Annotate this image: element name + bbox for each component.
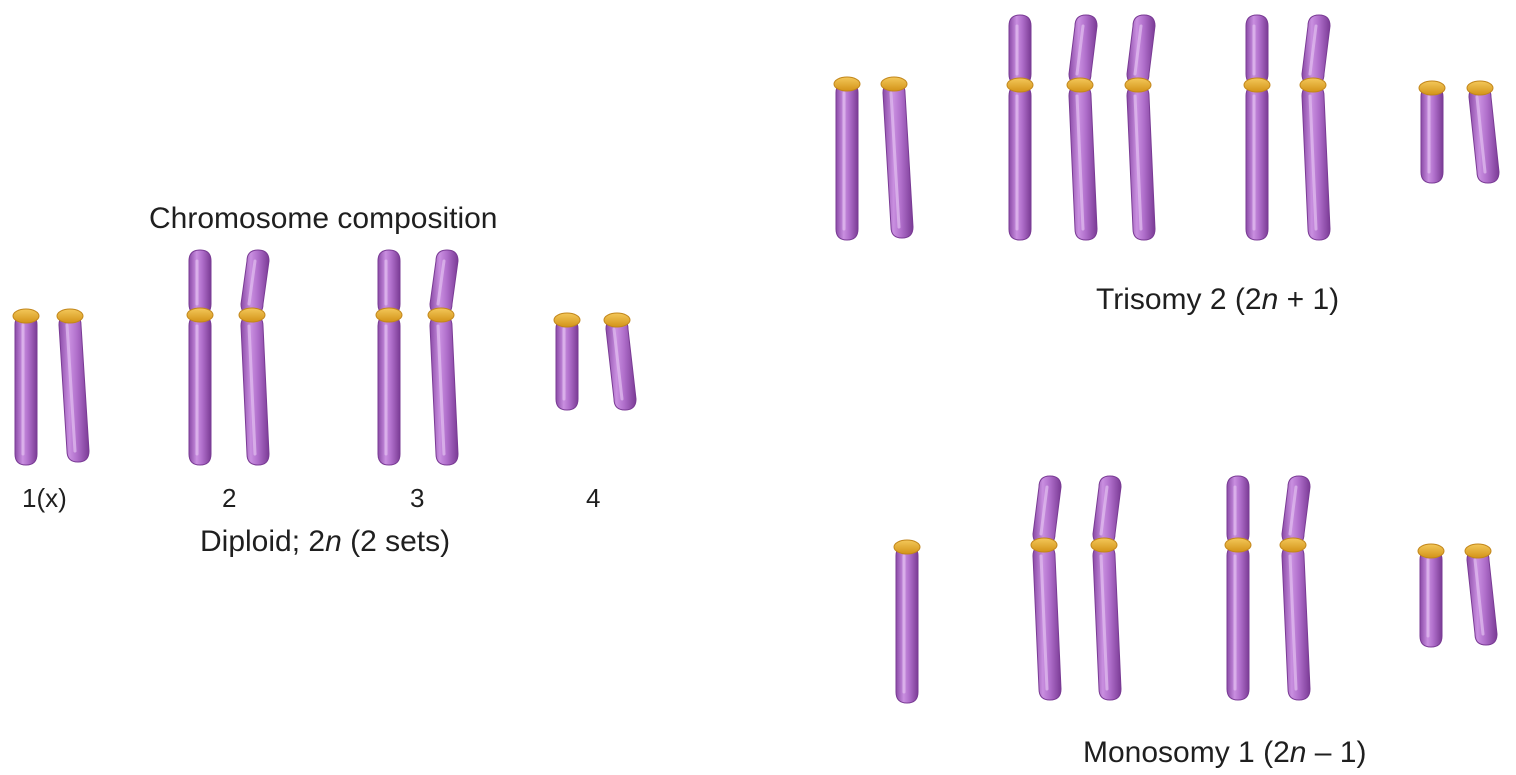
monosomy-caption-post: – 1)	[1306, 736, 1366, 769]
diploid-chr2-a-long-arm	[189, 315, 211, 465]
trisomy-caption: Trisomy 2 (2n + 1)	[1096, 285, 1339, 315]
diploid-chr1-b-centromere	[57, 309, 83, 323]
diploid-caption-var: n	[325, 525, 342, 558]
trisomy-caption-post: + 1)	[1278, 283, 1339, 316]
trisomy-chr1-a-centromere	[834, 77, 860, 91]
chromosome-number-3: 3	[410, 483, 424, 514]
trisomy-caption-pre: Trisomy 2 (2	[1096, 283, 1262, 316]
diploid-chr4-a-centromere	[554, 313, 580, 327]
monosomy-chr2-b-centromere	[1091, 538, 1117, 552]
chromosome-number-1: 1(x)	[22, 483, 67, 514]
diploid-caption: Diploid; 2n (2 sets)	[200, 527, 450, 557]
monosomy-chr3-a-centromere	[1225, 538, 1251, 552]
diploid-chr1-a-arm	[15, 314, 37, 465]
monosomy-chr1-a-arm	[896, 545, 918, 703]
monosomy-chr4-b-centromere	[1465, 544, 1491, 558]
diploid-chr3-a-short-arm	[378, 250, 400, 315]
diploid-chr4-b-centromere	[604, 313, 630, 327]
trisomy-chr3-b-centromere	[1300, 78, 1326, 92]
trisomy-chr1-a-arm	[836, 82, 858, 240]
trisomy-chr4-a-centromere	[1419, 81, 1445, 95]
monosomy-chr3-b-centromere	[1280, 538, 1306, 552]
diploid-chr3-b-centromere	[428, 308, 454, 322]
trisomy-chr2-c-centromere	[1125, 78, 1151, 92]
trisomy-chr2-b-centromere	[1067, 78, 1093, 92]
diploid-chr2-a-short-arm	[189, 250, 211, 315]
diploid-caption-post: (2 sets)	[342, 525, 450, 558]
monosomy-chr2-a-centromere	[1031, 538, 1057, 552]
chromosome-number-4: 4	[586, 483, 600, 514]
monosomy-caption-pre: Monosomy 1 (2	[1083, 736, 1290, 769]
diploid-chr3-a-long-arm	[378, 315, 400, 465]
trisomy-chr4-b-centromere	[1467, 81, 1493, 95]
trisomy-chr4-a-arm	[1421, 86, 1443, 183]
monosomy-chr3-a-long-arm	[1227, 545, 1249, 700]
chromosome-number-2: 2	[222, 483, 236, 514]
trisomy-chr3-a-short-arm	[1246, 15, 1268, 85]
diploid-chr2-b-centromere	[239, 308, 265, 322]
trisomy-caption-var: n	[1262, 283, 1279, 316]
trisomy-chr1-b-centromere	[881, 77, 907, 91]
diploid-chr3-a-centromere	[376, 308, 402, 322]
monosomy-chr4-a-centromere	[1418, 544, 1444, 558]
trisomy-chr2-a-long-arm	[1009, 85, 1031, 240]
diploid-chr1-a-centromere	[13, 309, 39, 323]
monosomy-chr4-a-arm	[1420, 549, 1442, 647]
monosomy-caption-var: n	[1290, 736, 1307, 769]
trisomy-chr3-a-centromere	[1244, 78, 1270, 92]
trisomy-chr2-a-centromere	[1007, 78, 1033, 92]
monosomy-caption: Monosomy 1 (2n – 1)	[1083, 738, 1366, 768]
trisomy-chr3-a-long-arm	[1246, 85, 1268, 240]
diploid-title: Chromosome composition	[149, 204, 497, 234]
diploid-chr4-a-arm	[556, 318, 578, 410]
monosomy-chr1-a-centromere	[894, 540, 920, 554]
trisomy-chr2-a-short-arm	[1009, 15, 1031, 85]
diploid-chr2-a-centromere	[187, 308, 213, 322]
diploid-caption-pre: Diploid; 2	[200, 525, 325, 558]
monosomy-chr3-a-short-arm	[1227, 476, 1249, 545]
